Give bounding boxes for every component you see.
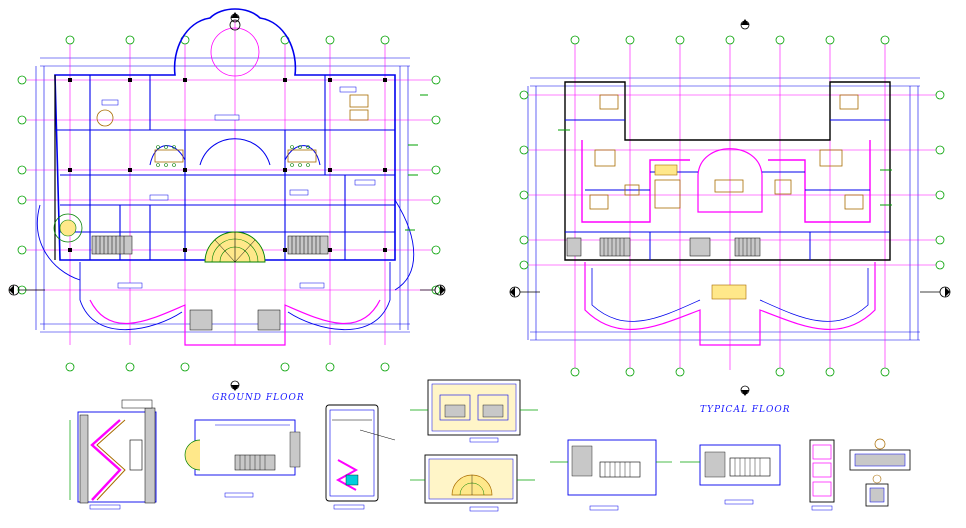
dimension-lines	[35, 57, 410, 333]
detail-section-h	[809, 439, 835, 511]
wing-outline	[581, 140, 871, 223]
detail-section-d	[410, 379, 538, 443]
dimension-lines-typical	[527, 77, 920, 341]
section-marker-east	[420, 284, 446, 296]
detail-section-e	[410, 454, 535, 512]
central-arch	[697, 148, 763, 213]
detail-section-b	[184, 419, 301, 498]
spiral-stair	[53, 213, 83, 243]
grid-bubbles	[17, 35, 441, 372]
detail-stair-section	[69, 399, 157, 510]
section-arrows-typical	[558, 129, 892, 206]
section-marker-bottom-typical	[740, 385, 750, 396]
section-marker-top	[230, 12, 240, 23]
typical-floor-title: TYPICAL FLOOR	[700, 405, 791, 415]
section-arrows	[405, 94, 428, 231]
section-marker-bottom	[230, 380, 240, 391]
bedroom-furniture	[589, 94, 864, 210]
section-marker-east-typical	[920, 286, 951, 298]
section-marker-west-typical	[509, 286, 540, 298]
grid-bubbles-typical	[519, 35, 945, 377]
exterior-wall	[54, 8, 396, 261]
front-terrace	[89, 299, 381, 346]
interior-walls	[55, 75, 395, 260]
chairs	[156, 145, 310, 167]
detail-section-g	[680, 444, 781, 505]
ground-floor-plan: GROUND FLOOR	[8, 8, 446, 403]
column-grid-typical	[520, 40, 940, 370]
side-stairs	[91, 235, 329, 331]
ground-floor-title: GROUND FLOOR	[212, 393, 305, 403]
section-marker-west	[8, 284, 45, 296]
detail-drawings	[69, 379, 911, 512]
room-tags	[101, 86, 376, 289]
detail-section-i	[849, 438, 911, 507]
columns	[68, 78, 387, 252]
column-grid	[20, 20, 440, 345]
tower-circle	[210, 27, 260, 77]
typical-floor-plan: TYPICAL FLOOR	[509, 19, 951, 415]
section-marker-top-typical	[740, 19, 750, 30]
furniture	[96, 94, 369, 163]
balcony	[584, 262, 876, 346]
stair-treads-typical	[603, 238, 756, 256]
stairs-typical	[566, 237, 761, 257]
furniture-fill	[654, 164, 747, 300]
detail-section-f	[550, 439, 672, 511]
central-stair	[204, 231, 266, 263]
detail-stair-elevation	[325, 404, 396, 510]
exterior-walls-typical	[564, 81, 891, 261]
